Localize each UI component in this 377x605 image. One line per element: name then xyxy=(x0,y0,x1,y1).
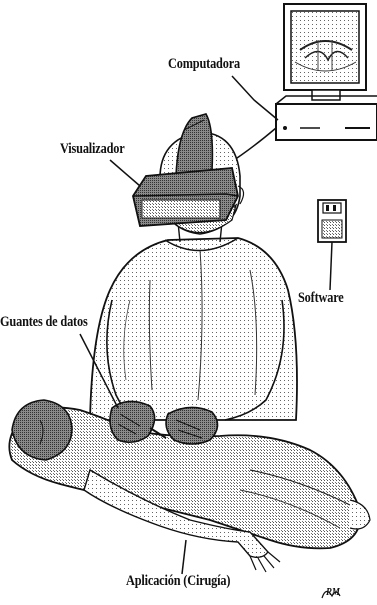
aplicacion-leader xyxy=(182,540,186,574)
visualizador-leader xyxy=(110,160,140,186)
label-visualizador: Visualizador xyxy=(60,141,125,158)
diskette xyxy=(318,200,346,242)
artist-signature: RM xyxy=(326,586,340,598)
computer-box xyxy=(276,96,377,140)
vr-headset xyxy=(133,114,238,226)
monitor xyxy=(284,4,366,100)
software-leader xyxy=(330,242,332,290)
computadora-leader xyxy=(232,76,278,120)
label-guantes-de-datos: Guantes de datos xyxy=(0,314,88,331)
label-aplicacion-cirugia: Aplicación (Cirugía) xyxy=(126,573,230,590)
label-software: Software xyxy=(298,290,344,307)
label-computadora: Computadora xyxy=(168,56,240,73)
